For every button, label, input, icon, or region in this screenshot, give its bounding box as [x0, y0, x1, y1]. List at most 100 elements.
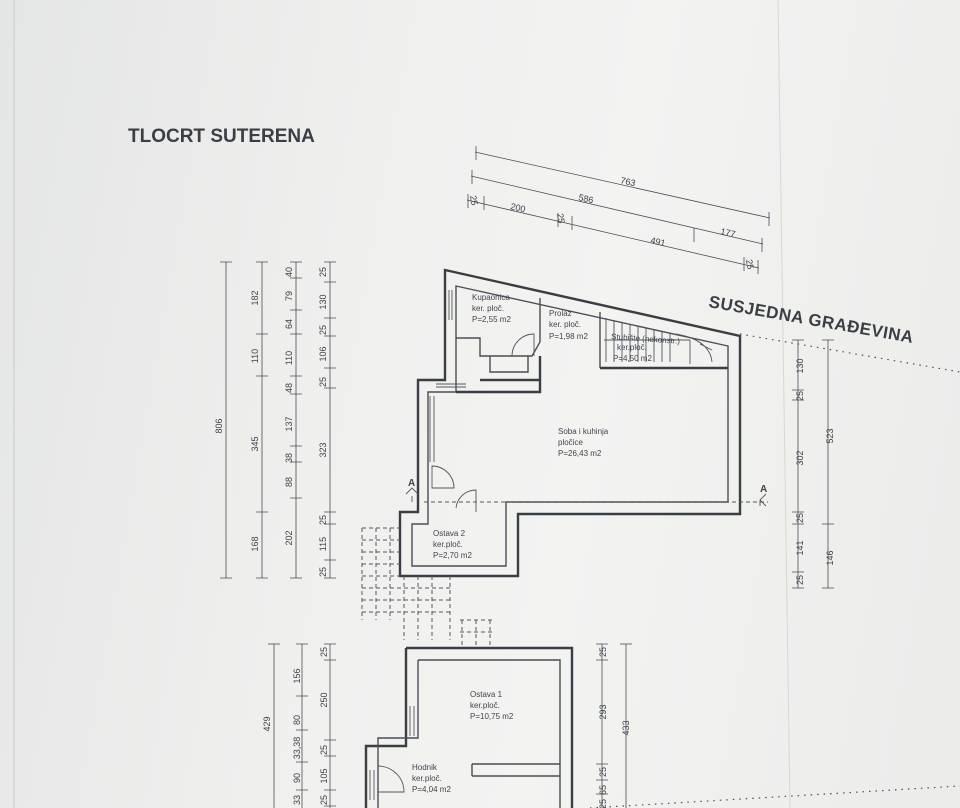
dimension-label: 33: [292, 795, 302, 805]
room-prolaz: Prolaz ker. ploč. P=1,98 m2: [549, 309, 588, 341]
dim-25: 25: [468, 195, 480, 207]
dimension-label: 25: [318, 515, 328, 525]
dimension-label: 25: [795, 391, 805, 401]
property-line-bottom: [589, 785, 960, 808]
room-label-text: P=26,43 m2: [558, 449, 602, 458]
room-ostava-2: Ostava 2 ker.ploč. P=2,70 m2: [433, 529, 472, 560]
dim-25: 25: [555, 213, 567, 225]
outer-wall: [406, 646, 574, 808]
dimension-label: 64: [284, 319, 294, 329]
room-label-text: ker.ploč.: [433, 540, 463, 549]
dimension-label: 25: [795, 575, 805, 585]
dim-806: 806: [214, 418, 224, 433]
dimension-label: 79: [284, 291, 294, 301]
room-hodnik: Hodnik ker.ploč. P=4,04 m2: [412, 763, 451, 794]
dimension-label: 115: [318, 537, 328, 551]
dimension-label: 25: [318, 267, 328, 277]
dimension-label: 25: [598, 767, 608, 777]
dimension-label: 250: [319, 692, 329, 707]
dimension-label: 323: [318, 442, 328, 457]
dimension-label: 25: [319, 795, 329, 805]
dimension-label: 141: [795, 540, 805, 555]
dim-200: 200: [510, 201, 527, 214]
dim-25: 25: [744, 259, 756, 271]
room-label-text: ker. ploč.: [549, 320, 581, 329]
dimension-label: 146: [825, 550, 835, 565]
dimension-label: 182: [250, 290, 260, 305]
dimension-label: 110: [250, 349, 260, 363]
left-dimension-chains: 806 182 110 345 168 40 79 64 110 48 137 …: [214, 261, 336, 579]
dim-586: 586: [578, 192, 595, 205]
dimension-label: 25: [319, 745, 329, 755]
top-dimension-chains: 763 586 177 25 200 25 491 25: [466, 146, 771, 274]
drawing-title: TLOCRT SUTERENA: [128, 126, 315, 147]
dimension-label: 429: [262, 716, 272, 731]
dimension-label: 137: [284, 416, 294, 431]
dimension-label: 293: [598, 704, 608, 719]
door-swing: [455, 489, 477, 512]
dimension-label: 25: [318, 377, 328, 387]
dimension-label: 202: [284, 530, 294, 545]
room-label-text: ker.ploč.: [412, 774, 442, 783]
dimension-label: 25: [795, 513, 805, 523]
door-swing: [431, 465, 455, 489]
dimension-label: 65: [598, 785, 608, 795]
room-label-text: Hodnik: [412, 763, 438, 772]
dimension-label: 38: [284, 453, 294, 463]
room-label-text: Kupaonica: [472, 293, 510, 302]
room-label-text: P=10,75 m2: [470, 712, 514, 721]
dimension-label: 302: [795, 450, 805, 465]
dimension-label: 130: [795, 358, 805, 373]
lower-floor-plan: [364, 646, 574, 808]
room-label-text: Prolaz: [549, 309, 572, 318]
room-ostava-1: Ostava 1 ker.ploč. P=10,75 m2: [470, 690, 514, 721]
neighbor-building-label: SUSJEDNA GRAĐEVINA: [707, 292, 915, 347]
door-swing: [377, 765, 405, 793]
window: [429, 290, 466, 462]
room-label-text: ker. ploč.: [472, 304, 504, 313]
room-label-text: ker.ploč.: [617, 343, 647, 352]
dimension-label: 156: [292, 668, 302, 683]
room-label-text: Ostava 1: [470, 690, 503, 699]
room-label-text: ker.ploč.: [470, 701, 500, 710]
lower-left-dimension-chains: 429 156 80 33,38 90 33 25 250 25 105 25: [262, 643, 336, 808]
room-kupaonica: Kupaonica ker. ploč. P=2,55 m2: [472, 293, 511, 324]
dimension-label: 433: [621, 720, 631, 735]
section-mark-right: A: [760, 484, 767, 495]
dimension-label: 130: [318, 294, 328, 309]
dimension-label: 25: [318, 325, 328, 335]
lower-right-dimension-chains: 25 293 25 65 25 433: [596, 643, 632, 808]
dimension-label: 25: [598, 647, 608, 657]
room-label-text: Ostava 2: [433, 529, 466, 538]
dimension-label: 33,38: [292, 737, 302, 760]
room-label-text: P=4,50 m2: [613, 354, 652, 363]
dim-763: 763: [620, 175, 637, 188]
upper-floor-plan: A A: [361, 268, 768, 648]
dimension-label: 523: [825, 428, 835, 443]
dimension-label: 105: [319, 768, 329, 783]
dimension-label: 168: [250, 536, 260, 551]
staircase: [604, 318, 713, 364]
room-label-text: P=2,70 m2: [433, 551, 472, 560]
room-label-text: P=2,55 m2: [472, 315, 511, 324]
dimension-label: 48: [284, 383, 294, 393]
window: [369, 706, 415, 800]
dimension-label: 110: [284, 351, 294, 365]
room-label-text: pločice: [558, 438, 583, 447]
door-swing: [511, 333, 535, 357]
dimension-label: 25: [598, 799, 608, 808]
section-mark-left: A: [408, 478, 415, 489]
dim-177: 177: [720, 226, 737, 239]
dimension-label: 40: [284, 267, 294, 277]
dim-491: 491: [650, 235, 667, 248]
room-stubiste: Stubište (nekonstr.) ker.ploč. P=4,50 m2: [611, 332, 681, 363]
right-dimension-chains: 130 25 302 25 141 25 523 146: [792, 339, 835, 589]
room-label-text: Soba i kuhinja: [558, 427, 609, 436]
exterior-steps: [361, 527, 492, 648]
room-label-text: P=1,98 m2: [549, 332, 588, 341]
dimension-label: 25: [319, 647, 329, 657]
dimension-label: 106: [318, 346, 328, 361]
inner-wall: [411, 285, 729, 567]
